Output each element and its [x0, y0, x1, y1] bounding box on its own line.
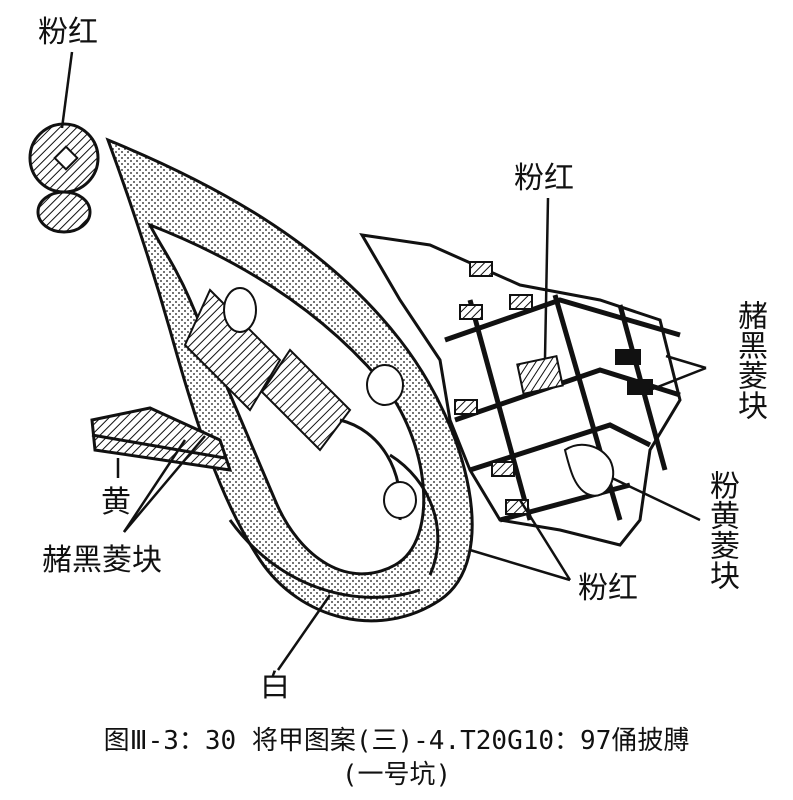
- shoulder-piece: [105, 137, 474, 623]
- figure-caption-line-1: 图Ⅲ-3：30 将甲图案(三)-4.T20G10：97俑披膊: [103, 726, 690, 756]
- left-fragment: [90, 406, 233, 472]
- label-ochre-black-lozenge-right: 赭黑菱块: [732, 300, 767, 420]
- label-white: 白: [260, 669, 290, 704]
- label-ochre-black-lozenge-left: 赭黑菱块: [42, 543, 162, 578]
- armor-pattern-drawing: [28, 51, 707, 671]
- label-pink-top-mid: 粉红: [514, 161, 574, 196]
- label-pink-bottom: 粉红: [578, 571, 638, 606]
- leader-lines: [60, 51, 707, 671]
- label-pink-top-left: 粉红: [38, 15, 98, 50]
- lozenge-fragment: [359, 233, 682, 547]
- round-piece: [28, 122, 100, 234]
- label-yellow: 黄: [101, 485, 131, 520]
- label-pink-yellow-lozenge: 粉黄菱块: [704, 470, 739, 590]
- figure-caption-line-2: (一号坑): [341, 760, 452, 790]
